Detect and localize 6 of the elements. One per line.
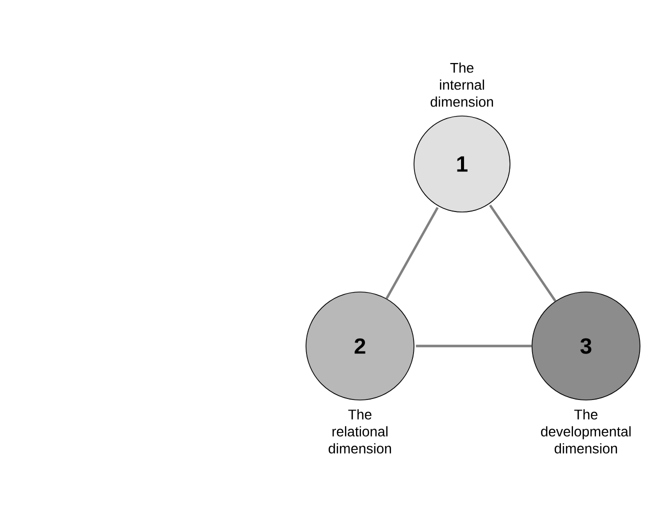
dimension-label: The relational dimension [328,409,391,454]
dimension-label: The developmental dimension [541,409,631,454]
connector-line [386,206,439,300]
connector-line [489,204,556,302]
connector-line [416,344,532,348]
dimension-label: The internal dimension [430,62,493,107]
